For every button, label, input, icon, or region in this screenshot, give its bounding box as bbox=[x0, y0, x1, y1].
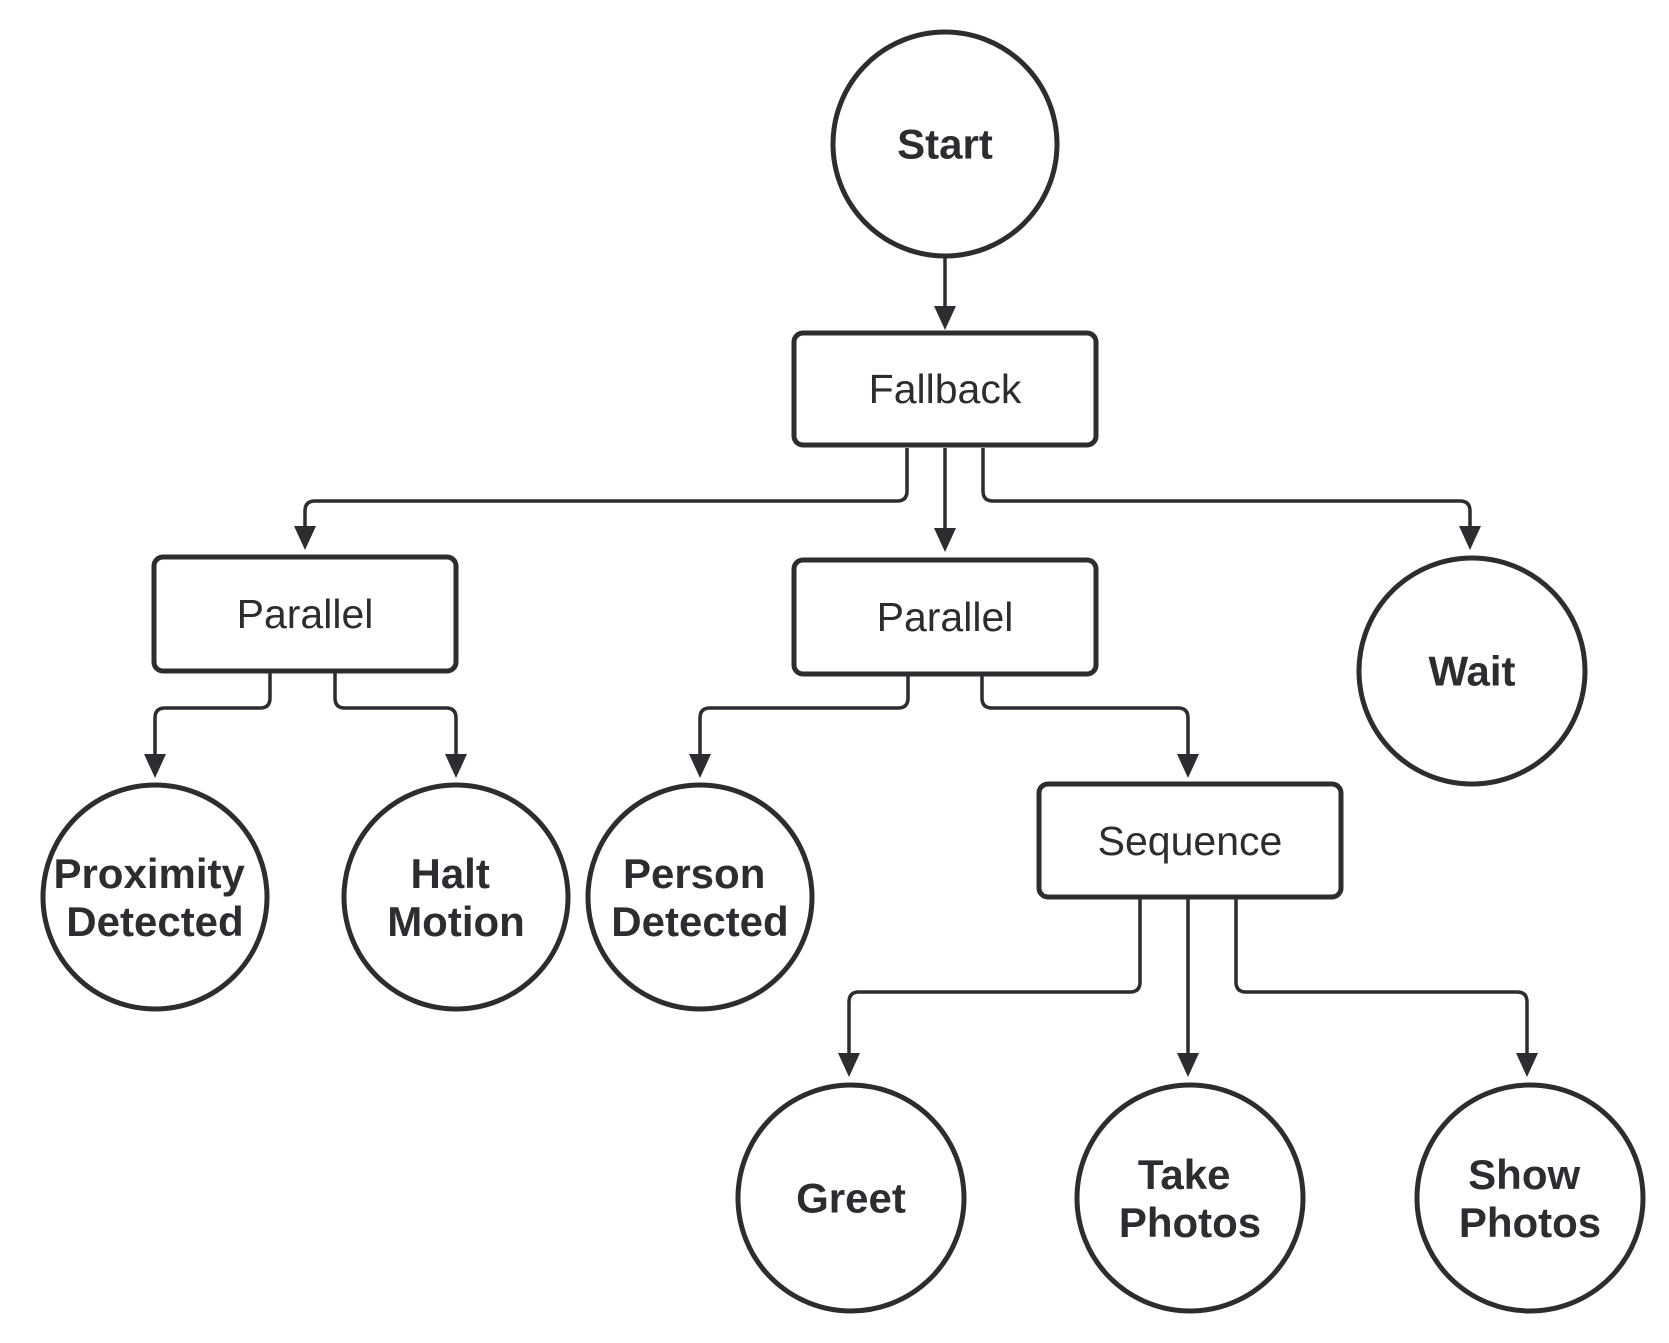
arrowhead-icon bbox=[1177, 1053, 1199, 1077]
edge-fallback-parallel-left bbox=[303, 448, 909, 530]
arrowhead-icon bbox=[1177, 754, 1199, 778]
node-show-photos: Show Photos bbox=[1414, 1082, 1646, 1314]
edge-parallel-left-proximity bbox=[153, 672, 272, 758]
arrowhead-icon bbox=[445, 754, 467, 778]
node-parallel-left: Parallel bbox=[151, 554, 459, 674]
node-start-label: Start bbox=[897, 121, 993, 168]
arrowhead-icon bbox=[689, 754, 711, 778]
arrowhead-icon bbox=[144, 754, 166, 778]
node-sequence: Sequence bbox=[1036, 781, 1344, 900]
node-take-photos-label: Take Photos bbox=[1119, 1151, 1261, 1246]
node-wait: Wait bbox=[1356, 555, 1588, 787]
node-wait-label: Wait bbox=[1428, 648, 1515, 695]
arrowhead-icon bbox=[934, 306, 956, 330]
node-fallback-label: Fallback bbox=[869, 366, 1022, 412]
node-show-photos-label: Show Photos bbox=[1459, 1151, 1601, 1246]
node-start: Start bbox=[830, 29, 1060, 259]
edge-parallel-mid-sequence bbox=[980, 674, 1190, 758]
node-greet-label: Greet bbox=[796, 1175, 906, 1222]
node-greet: Greet bbox=[735, 1082, 967, 1314]
node-proximity-detected-label: Proximity Detected bbox=[53, 850, 256, 945]
node-parallel-mid-label: Parallel bbox=[877, 594, 1014, 640]
node-take-photos: Take Photos bbox=[1074, 1082, 1306, 1314]
label-line: Detected bbox=[611, 898, 788, 945]
arrowhead-icon bbox=[1459, 526, 1481, 550]
edges bbox=[144, 255, 1538, 1077]
node-person-detected: Person Detected bbox=[585, 782, 815, 1012]
edge-sequence-show-photos bbox=[1234, 896, 1529, 1057]
label-line: Photos bbox=[1459, 1199, 1601, 1246]
node-halt-motion-label: Halt Motion bbox=[387, 850, 525, 945]
edge-parallel-mid-person bbox=[698, 674, 910, 758]
node-halt-motion: Halt Motion bbox=[341, 782, 571, 1012]
label-line: Halt bbox=[410, 850, 489, 897]
node-parallel-left-label: Parallel bbox=[237, 591, 374, 637]
label-line: Proximity bbox=[53, 850, 245, 897]
node-parallel-mid: Parallel bbox=[791, 557, 1099, 677]
node-person-detected-label: Person Detected bbox=[611, 850, 788, 945]
edge-sequence-greet bbox=[847, 896, 1142, 1057]
label-line: Person bbox=[623, 850, 765, 897]
label-line: Motion bbox=[387, 898, 525, 945]
label-line: Photos bbox=[1119, 1199, 1261, 1246]
edge-fallback-wait bbox=[981, 448, 1472, 530]
arrowhead-icon bbox=[934, 528, 956, 552]
arrowhead-icon bbox=[1516, 1053, 1538, 1077]
node-proximity-detected: Proximity Detected bbox=[40, 782, 270, 1012]
edge-parallel-left-halt bbox=[333, 672, 458, 758]
label-line: Take bbox=[1138, 1151, 1231, 1198]
arrowhead-icon bbox=[838, 1053, 860, 1077]
arrowhead-icon bbox=[294, 526, 316, 550]
label-line: Show bbox=[1468, 1151, 1580, 1198]
node-sequence-label: Sequence bbox=[1098, 818, 1283, 864]
label-line: Detected bbox=[66, 898, 243, 945]
node-fallback: Fallback bbox=[791, 330, 1099, 448]
nodes: Start Fallback Parallel Parallel Wait Pr… bbox=[40, 29, 1646, 1314]
